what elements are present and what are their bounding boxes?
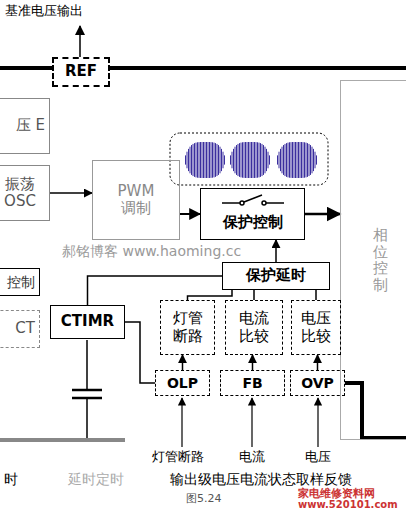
partial-box: 压 E bbox=[0, 98, 50, 154]
waveform-frame bbox=[170, 133, 328, 185]
node-text: 保护控制 bbox=[223, 214, 283, 231]
connector bbox=[188, 290, 233, 300]
phase-control-box: 相位控制 bbox=[340, 80, 406, 440]
node-text: FB bbox=[242, 375, 262, 391]
connector bbox=[125, 322, 155, 383]
input-label: 电压 bbox=[305, 450, 331, 464]
node-text: 相位控制 bbox=[373, 227, 388, 293]
node-text: OVP bbox=[301, 375, 334, 391]
node-text: 保护延时 bbox=[246, 267, 306, 284]
oscillator-box: 振荡 OSC bbox=[0, 165, 50, 221]
node-text: 电压 比较 bbox=[296, 310, 336, 345]
node-text: 电流 比较 bbox=[230, 310, 278, 345]
pwm-box: PWM 调制 bbox=[92, 160, 180, 240]
connector bbox=[253, 290, 255, 300]
partial-box: CT bbox=[0, 310, 40, 348]
compare-box: 电流 比较 bbox=[225, 300, 283, 355]
node-text: OLP bbox=[167, 375, 198, 391]
ref-box: REF bbox=[52, 57, 110, 87]
connector bbox=[252, 355, 254, 370]
node-text: 灯管 断路 bbox=[165, 310, 210, 345]
output-bus bbox=[345, 383, 406, 438]
figure-caption: 图5.24 bbox=[186, 493, 222, 505]
compare-box: 灯管 断路 bbox=[160, 300, 215, 355]
node-text: 振荡 OSC bbox=[0, 176, 45, 211]
node-text: CTIMR bbox=[61, 313, 114, 330]
connector bbox=[317, 355, 319, 370]
input-label: 电流 bbox=[239, 450, 265, 464]
switch-symbol bbox=[222, 195, 284, 205]
ref-output-arrow bbox=[79, 26, 81, 57]
watermark: 郝铭博客 www.haoming.cc bbox=[62, 244, 241, 259]
protect-delay-box: 保护延时 bbox=[222, 262, 330, 290]
connector bbox=[182, 355, 184, 370]
sense-box: OVP bbox=[290, 370, 345, 396]
capacitor-symbol bbox=[72, 340, 102, 440]
input-label: 灯管断路 bbox=[152, 450, 204, 464]
protect-control-box: 保护控制 bbox=[200, 188, 305, 240]
node-text: CT bbox=[15, 320, 35, 337]
ctimr-box: CTIMR bbox=[50, 305, 125, 339]
sense-box: FB bbox=[220, 370, 285, 396]
section-label: 输出级电压电流状态取样反馈 bbox=[170, 472, 352, 487]
partial-box: 控制 bbox=[0, 268, 40, 296]
section-label: 延时定时 bbox=[68, 472, 124, 487]
waveform-bursts bbox=[184, 142, 318, 178]
sense-box: OLP bbox=[155, 370, 210, 396]
watermark: 家电维修资料网 bbox=[298, 488, 375, 500]
node-text: PWM 调制 bbox=[111, 183, 162, 218]
connector bbox=[305, 213, 340, 216]
compare-box: 电压 比较 bbox=[291, 300, 341, 355]
output-label: 基准电压输出 bbox=[5, 4, 83, 18]
section-label: 时 bbox=[4, 472, 18, 487]
ground-bar bbox=[0, 438, 125, 442]
node-text: 控制 bbox=[7, 274, 35, 290]
connector bbox=[315, 290, 317, 300]
connector bbox=[275, 240, 277, 262]
connector bbox=[180, 213, 200, 215]
watermark: www.520101.com bbox=[298, 499, 398, 510]
sense-arrows bbox=[182, 398, 318, 447]
connector bbox=[50, 192, 92, 194]
node-text: REF bbox=[65, 63, 97, 80]
node-text: 压 E bbox=[16, 117, 45, 134]
